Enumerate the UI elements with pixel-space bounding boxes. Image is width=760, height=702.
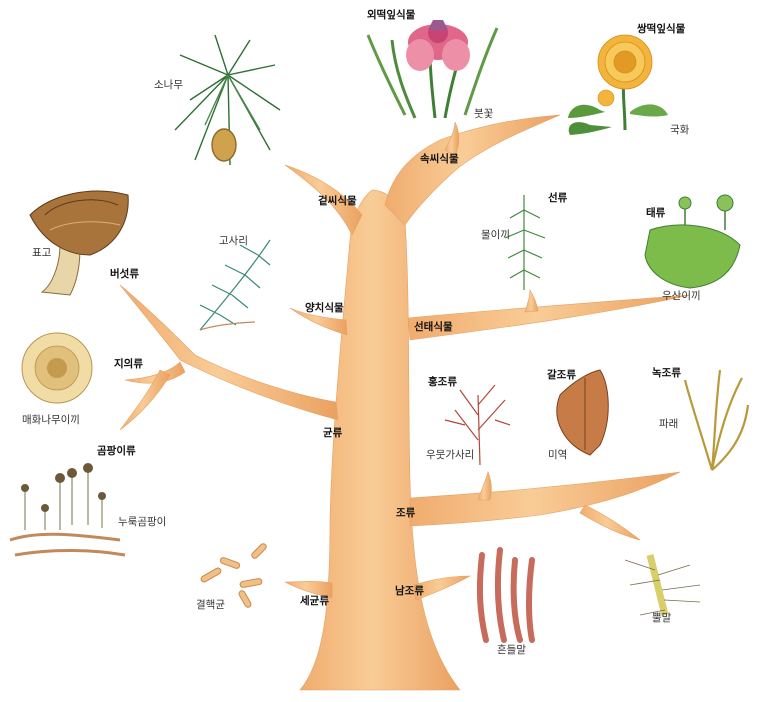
label-plum-lichen: 매화나무이끼 — [22, 414, 80, 426]
label-fungi: 균류 — [323, 427, 343, 439]
branch-bryophytes — [407, 294, 691, 341]
chrysanthemum-illustration — [568, 34, 668, 135]
label-liverworts: 태류 — [646, 207, 666, 219]
tb-bacteria-illustration — [200, 543, 267, 608]
branch-red-algae — [477, 471, 492, 501]
label-bryophytes: 선태식물 — [414, 321, 453, 333]
label-angiosperms: 속씨식물 — [420, 153, 459, 165]
tree-trunk-and-branches — [119, 114, 691, 691]
branch-cyanobacteria — [413, 575, 472, 601]
label-mosses: 선류 — [548, 192, 568, 204]
label-red-seaweed: 우뭇가사리 — [426, 449, 475, 461]
umbrella-liverwort-illustration — [644, 194, 741, 289]
oscillatoria-illustration — [476, 547, 535, 643]
label-oscillatoria: 흔들말 — [497, 644, 526, 656]
label-pine: 소나무 — [154, 79, 183, 91]
green-laver-illustration — [683, 369, 750, 471]
label-mushrooms: 버섯류 — [110, 268, 139, 280]
bread-mold-illustration — [9, 463, 126, 557]
nostoc-illustration — [624, 554, 701, 616]
branch-ferns — [289, 307, 348, 336]
branch-angiosperms — [384, 114, 561, 226]
label-iris: 붓꽃 — [474, 108, 494, 120]
label-green-algae: 녹조류 — [652, 367, 681, 379]
pine-illustration — [174, 34, 281, 166]
branch-molds — [119, 369, 171, 431]
branch-algae-fork — [579, 504, 641, 541]
main-trunk — [299, 189, 461, 691]
label-shiitake: 표고 — [32, 247, 52, 259]
label-molds: 곰팡이류 — [97, 445, 136, 457]
iris-illustration — [366, 20, 499, 119]
label-water-moss: 물이끼 — [481, 229, 510, 241]
label-bread-mold: 누룩곰팡이 — [118, 516, 167, 528]
label-red-algae: 홍조류 — [428, 376, 457, 388]
label-ferns: 양치식물 — [305, 302, 344, 314]
branch-bacteria — [284, 581, 333, 599]
branch-lichens-molds — [124, 361, 186, 384]
label-gymnosperms: 겉씨식물 — [318, 195, 357, 207]
label-monocots: 외떡잎식물 — [367, 9, 416, 21]
label-tb-bacteria: 결핵균 — [196, 599, 225, 611]
label-chrysanthemum: 국화 — [670, 124, 690, 136]
branch-algae — [409, 471, 681, 527]
label-bracken: 고사리 — [219, 235, 248, 247]
label-green-laver: 파래 — [659, 418, 679, 430]
water-moss-illustration — [504, 195, 546, 290]
label-cyanobacteria: 남조류 — [395, 585, 424, 597]
plum-lichen-illustration — [21, 332, 93, 404]
branch-gymnosperms — [284, 164, 363, 236]
shiitake-illustration — [29, 190, 129, 296]
bracken-illustration — [199, 239, 271, 331]
sea-mustard-illustration — [556, 369, 609, 456]
label-sea-mustard: 미역 — [548, 449, 568, 461]
label-bacteria: 세균류 — [300, 595, 329, 607]
branch-monocots — [444, 121, 460, 157]
label-brown-algae: 갈조류 — [547, 369, 576, 381]
label-lichens: 지의류 — [114, 358, 143, 370]
label-nostoc: 뿔말 — [652, 612, 672, 624]
label-algae: 조류 — [396, 507, 416, 519]
branch-fungi — [119, 284, 339, 421]
label-dicots: 쌍떡잎식물 — [637, 23, 686, 35]
branch-mosses — [524, 288, 539, 313]
red-seaweed-illustration — [444, 384, 511, 466]
label-umbrella-liverwort: 우산이끼 — [662, 290, 701, 302]
